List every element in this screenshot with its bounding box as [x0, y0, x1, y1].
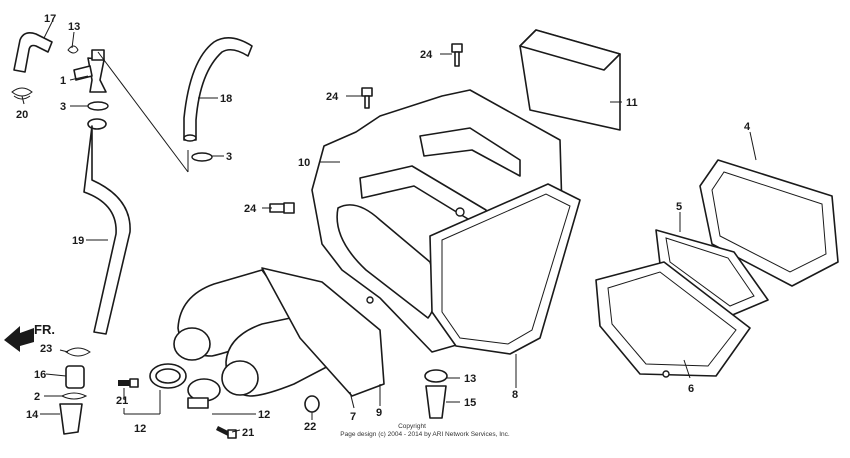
drain-tube-14[interactable]: [59, 403, 83, 435]
intake-flange-7[interactable]: [261, 267, 385, 397]
label-13b: 13: [464, 373, 476, 385]
label-3: 3: [60, 101, 66, 113]
clip-20[interactable]: [11, 87, 33, 100]
cap-22[interactable]: [304, 395, 320, 413]
label-17: 17: [44, 13, 56, 25]
label-20: 20: [16, 109, 28, 121]
tube-band-12b[interactable]: [187, 378, 221, 409]
breather-hose-19[interactable]: [83, 118, 131, 335]
element-holder-6[interactable]: [595, 261, 751, 378]
label-15: 15: [464, 397, 476, 409]
label-16: 16: [34, 369, 46, 381]
hose-18[interactable]: [183, 37, 253, 142]
label-6: 6: [688, 383, 694, 395]
label-18: 18: [220, 93, 232, 105]
label-24b: 24: [326, 91, 339, 103]
sub-tank-11[interactable]: [519, 29, 621, 131]
label-12a: 12: [134, 423, 146, 435]
drain-tube-15[interactable]: [425, 385, 447, 419]
clip-23[interactable]: [65, 347, 91, 357]
joint-pipe-1[interactable]: [73, 49, 107, 93]
label-9: 9: [376, 407, 382, 419]
copyright-line-1: Copyright: [398, 423, 426, 430]
label-3b: 3: [226, 151, 232, 163]
label-23: 23: [40, 343, 52, 355]
drain-plug-16[interactable]: [65, 365, 85, 389]
label-13: 13: [68, 21, 80, 33]
label-10: 10: [298, 157, 310, 169]
element-5[interactable]: [655, 229, 769, 317]
label-4: 4: [744, 121, 751, 133]
label-22: 22: [304, 421, 316, 433]
bolt-24-mid[interactable]: [361, 87, 373, 109]
label-21a: 21: [116, 395, 128, 407]
clip-3-left[interactable]: [87, 101, 109, 111]
bolt-24-left[interactable]: [269, 202, 295, 214]
label-19: 19: [72, 235, 84, 247]
clip-3-right[interactable]: [191, 152, 213, 162]
front-direction-label: FR.: [34, 322, 55, 337]
bolt-24-top[interactable]: [451, 43, 463, 67]
hose-clip-13-top[interactable]: [67, 45, 79, 54]
label-14: 14: [26, 409, 39, 421]
copyright-line-2: Page design (c) 2004 - 2014 by ARI Netwo…: [340, 431, 510, 438]
seal-gasket-8[interactable]: [429, 183, 581, 355]
label-7: 7: [350, 411, 356, 423]
clip-13-center[interactable]: [424, 369, 448, 383]
leader-lines: [21, 21, 757, 433]
label-8: 8: [512, 389, 518, 401]
label-5: 5: [676, 201, 682, 213]
label-2: 2: [34, 391, 40, 403]
label-12b: 12: [258, 409, 270, 421]
label-11: 11: [626, 97, 638, 109]
part-labels: 17 13 1 3 20 18 3 19 23 16 2 14 24 24 24…: [16, 13, 751, 439]
bolt-21-left[interactable]: [118, 378, 139, 388]
leader-line: [97, 51, 189, 173]
bolt-21-bottom[interactable]: [216, 426, 237, 439]
front-direction-arrow: FR.: [4, 322, 55, 352]
label-1: 1: [60, 75, 66, 87]
label-24c: 24: [244, 203, 257, 215]
label-21b: 21: [242, 427, 254, 439]
tube-band-12a[interactable]: [149, 363, 187, 389]
intake-tube-joint[interactable]: [173, 269, 341, 397]
clip-2[interactable]: [60, 392, 88, 400]
breather-hose-17[interactable]: [13, 32, 53, 73]
label-24a: 24: [420, 49, 433, 61]
